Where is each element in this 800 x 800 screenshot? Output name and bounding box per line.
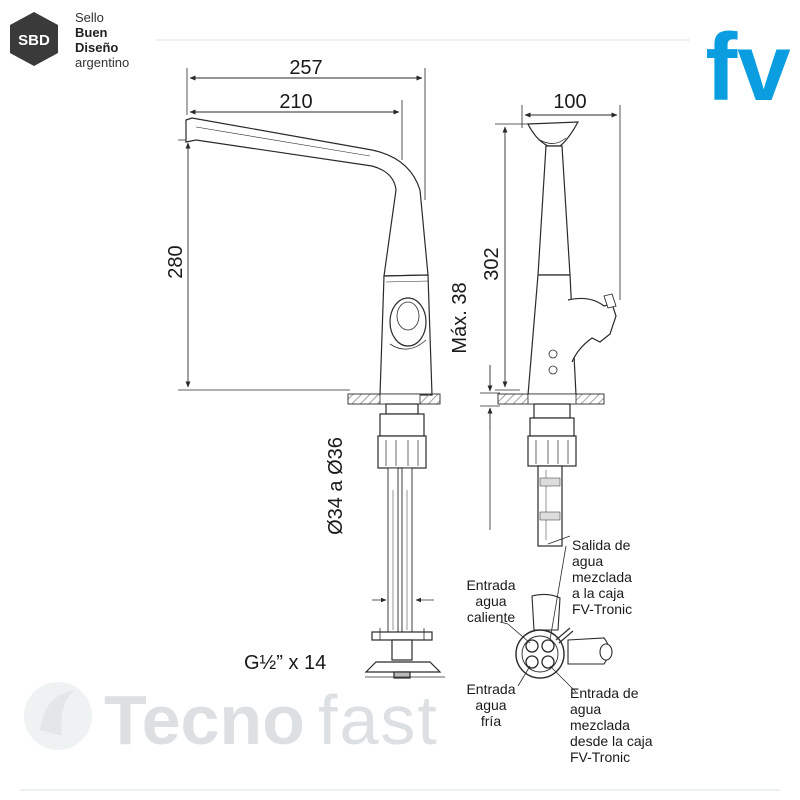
label-hot-inlet: Entrada agua caliente (466, 577, 515, 625)
watermark-light: fast (318, 681, 439, 759)
cold-inlet-line-3: fría (481, 713, 501, 729)
dim-height: 280 (165, 245, 187, 278)
sbd-line1: Sello (75, 10, 104, 25)
mixed-inlet-line-3: mezclada (570, 717, 630, 733)
mixed-inlet-line-4: desde la caja (570, 733, 653, 749)
cold-inlet-line-2: agua (475, 697, 506, 713)
front-view (178, 68, 445, 679)
watermark: Tecno fast (24, 681, 439, 759)
sbd-badge: SBD (18, 32, 50, 49)
outlet-line-2: agua (572, 553, 603, 569)
hot-inlet-line-3: caliente (467, 609, 515, 625)
sbd-line3: Diseño (75, 40, 118, 55)
fv-logo: fv (705, 14, 790, 121)
outlet-line-4: a la caja (572, 585, 624, 601)
dim-spout-length: 210 (279, 91, 312, 113)
dim-depth: 100 (553, 91, 586, 113)
hot-inlet-line-2: agua (475, 593, 506, 609)
outlet-line-1: Salida de (572, 537, 631, 553)
sbd-hexagon-icon (10, 12, 58, 66)
label-outlet: Salida de agua mezclada a la caja FV-Tro… (572, 537, 632, 617)
sbd-logo: SBD Sello Buen Diseño argentino (10, 10, 129, 70)
fv-brand-text: fv (705, 14, 790, 121)
hot-inlet-line-1: Entrada (466, 577, 515, 593)
dim-hole-diameter: Ø34 a Ø36 (325, 437, 347, 535)
dim-max-thickness: Máx. 38 (449, 282, 471, 353)
label-mixed-inlet: Entrada de agua mezclada desde la caja F… (570, 685, 653, 765)
watermark-bold: Tecno (104, 681, 305, 759)
mixed-inlet-line-5: FV-Tronic (570, 749, 630, 765)
outlet-line-5: FV-Tronic (572, 601, 632, 617)
dim-side-height: 302 (481, 247, 503, 280)
dim-thread: G½” x 14 (244, 652, 326, 674)
sbd-line2: Buen (75, 25, 108, 40)
outlet-line-3: mezclada (572, 569, 632, 585)
cold-inlet-line-1: Entrada (466, 681, 515, 697)
sbd-line4: argentino (75, 55, 129, 70)
mixed-inlet-line-2: agua (570, 701, 601, 717)
connector-detail (499, 545, 613, 693)
side-view (480, 105, 621, 547)
dim-total-length: 257 (289, 57, 322, 79)
label-cold-inlet: Entrada agua fría (466, 681, 515, 729)
mixed-inlet-line-1: Entrada de (570, 685, 639, 701)
